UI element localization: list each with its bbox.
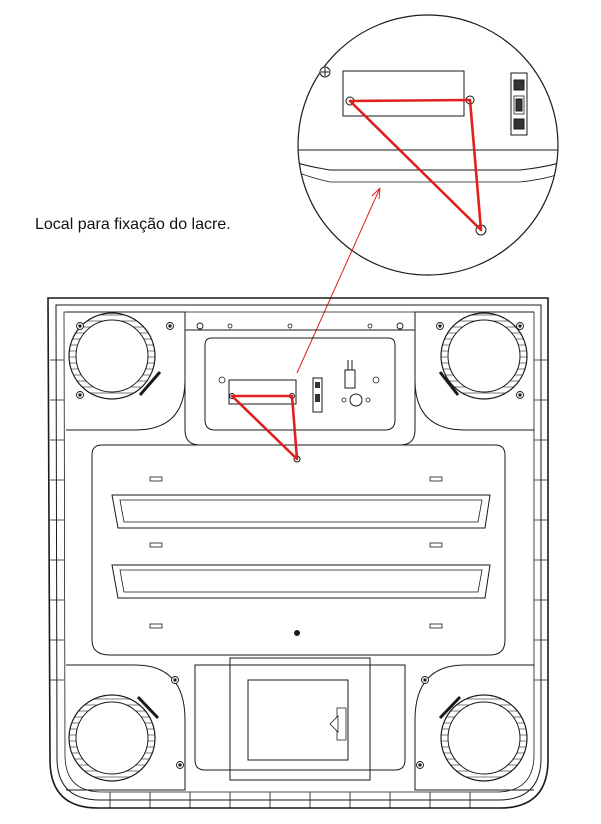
foot-bottom-left — [68, 694, 160, 782]
screw-icon — [319, 66, 331, 78]
seal-wire-body — [230, 394, 299, 461]
foot-top-right — [438, 312, 528, 400]
foot-top-left — [68, 312, 162, 400]
seal-wire-zoom — [348, 98, 483, 232]
screw-holes — [76, 322, 524, 769]
zoom-detail-circle — [297, 14, 559, 276]
leader-arrow — [296, 187, 381, 374]
foot-bottom-right — [438, 694, 528, 782]
seal-location-caption: Local para fixação do lacre. — [35, 216, 231, 233]
scale-body — [47, 297, 549, 809]
